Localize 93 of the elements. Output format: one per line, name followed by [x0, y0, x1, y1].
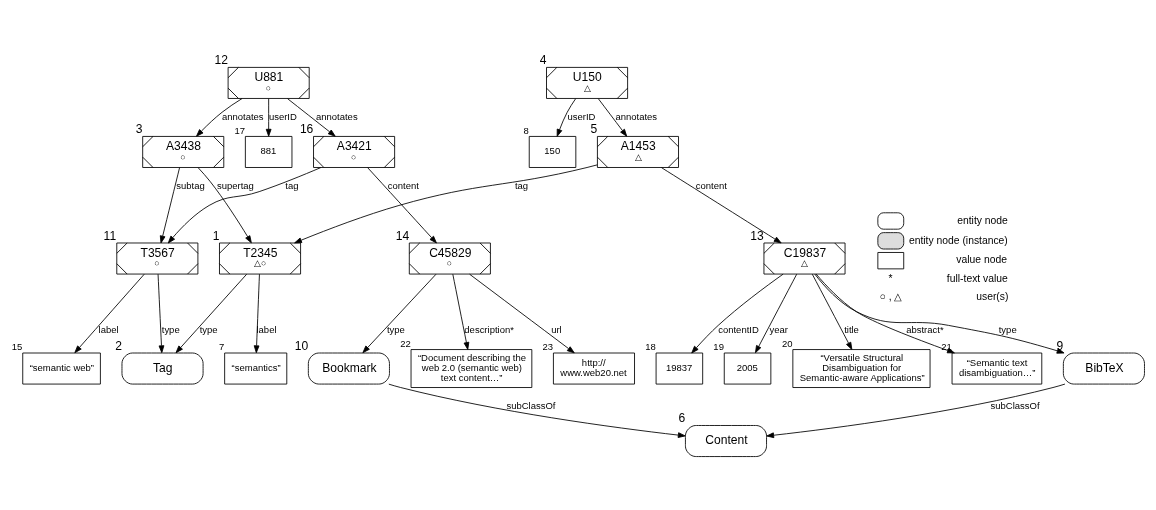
arrow	[159, 166, 180, 243]
node-box: 19837	[655, 352, 704, 384]
arrow	[197, 166, 252, 243]
edge-label: description*	[464, 323, 514, 335]
edge-label: year	[769, 323, 788, 335]
node-label: 4	[539, 52, 547, 67]
node-label: 8	[523, 124, 529, 136]
arrow	[253, 273, 260, 353]
edge-label: content	[695, 179, 727, 191]
arrow	[811, 273, 853, 350]
edge-label: type	[161, 323, 180, 335]
edge-label: subClassOf	[990, 399, 1040, 411]
edge-label: title	[844, 323, 859, 335]
edge-label: userID	[567, 110, 596, 122]
edge-label: annotates	[615, 110, 658, 122]
node-label: 17	[234, 124, 246, 136]
arrow	[294, 163, 598, 243]
node-label: 9	[1056, 338, 1064, 353]
arrow	[175, 273, 248, 353]
arrow	[755, 273, 798, 353]
node-label: 20	[781, 337, 793, 349]
node-label: 15	[11, 340, 23, 352]
arrow	[167, 166, 322, 243]
edge-label: subClassOf	[506, 399, 556, 411]
edge-label: subtag	[176, 179, 205, 191]
edge-label: supertag	[216, 179, 254, 191]
arrow	[196, 97, 243, 137]
arrow	[815, 273, 955, 353]
arrow	[157, 273, 165, 353]
node-label: 22	[400, 337, 411, 349]
legend-label: entity node (instance)	[908, 234, 1008, 246]
edge-label: type	[998, 323, 1017, 335]
arrow	[661, 166, 782, 243]
legend-label: value node	[956, 253, 1007, 265]
edge-label: userID	[268, 110, 297, 122]
edge-label: url	[551, 323, 562, 335]
arrow	[556, 97, 577, 137]
edge-label: abstract*	[906, 323, 944, 335]
legend-label: entity node	[957, 214, 1008, 226]
node-label: 14	[395, 228, 410, 243]
arrow	[469, 273, 575, 353]
edge-label: type	[199, 323, 218, 335]
label: ○ , △	[879, 290, 903, 302]
node-box: “semantics”	[224, 352, 288, 384]
node-box: BibTeX	[1062, 352, 1145, 384]
edge-label: annotates	[315, 110, 358, 122]
node-box: 2005	[723, 352, 772, 384]
node-label: 11	[103, 228, 117, 243]
edge-label: tag	[514, 179, 529, 191]
edge-label: tag	[285, 179, 299, 191]
node-box: http:// www.web20.net	[553, 352, 635, 384]
node-label: 7	[218, 340, 225, 352]
arrow	[452, 273, 470, 350]
node-label: 13	[750, 228, 764, 243]
node-box: 881	[244, 135, 293, 168]
node-box: “Document describing the web 2.0 (semantic web) text content…”	[410, 348, 533, 388]
node-label: 3	[135, 121, 143, 136]
node-box: “Versatile Structural Disambiguation for Semantic-aware Applications”	[792, 348, 931, 388]
edge-label: type	[386, 323, 405, 335]
edge-label: label	[98, 323, 119, 335]
arrow	[814, 273, 1065, 354]
node-box: Tag	[121, 352, 204, 384]
edge-label: content	[387, 179, 419, 191]
node-label: 16	[299, 121, 314, 136]
node-box: “semantic web”	[22, 352, 101, 384]
node-box: 150	[528, 135, 577, 168]
edge-label: contentID	[718, 323, 759, 335]
arrow	[766, 383, 1066, 438]
node-label: 1	[212, 228, 220, 243]
node-label: 18	[645, 340, 656, 352]
arrow	[74, 273, 145, 353]
node-label: 5	[590, 121, 598, 136]
node-label: 12	[214, 52, 228, 67]
arrow	[597, 97, 628, 137]
legend-label: full-text value	[946, 272, 1008, 284]
arrow	[367, 166, 437, 243]
label: *	[888, 272, 893, 284]
arrow	[362, 273, 437, 353]
node-box: Content	[685, 424, 767, 457]
arrow	[388, 383, 686, 438]
node-label: 10	[294, 338, 309, 353]
legend-label: user(s)	[976, 290, 1009, 302]
edge-label: annotates	[221, 110, 264, 122]
node-label: 21	[941, 340, 952, 352]
arrow	[287, 97, 336, 137]
node-label: 6	[678, 410, 686, 425]
node-label: 23	[542, 340, 554, 352]
arrow	[691, 273, 784, 353]
node-label: 19	[713, 340, 724, 352]
node-box: “Semantic text disambiguation…”	[951, 352, 1043, 384]
arrow	[265, 97, 272, 137]
node-box: Bookmark	[307, 352, 390, 384]
node-label: 2	[115, 338, 122, 353]
